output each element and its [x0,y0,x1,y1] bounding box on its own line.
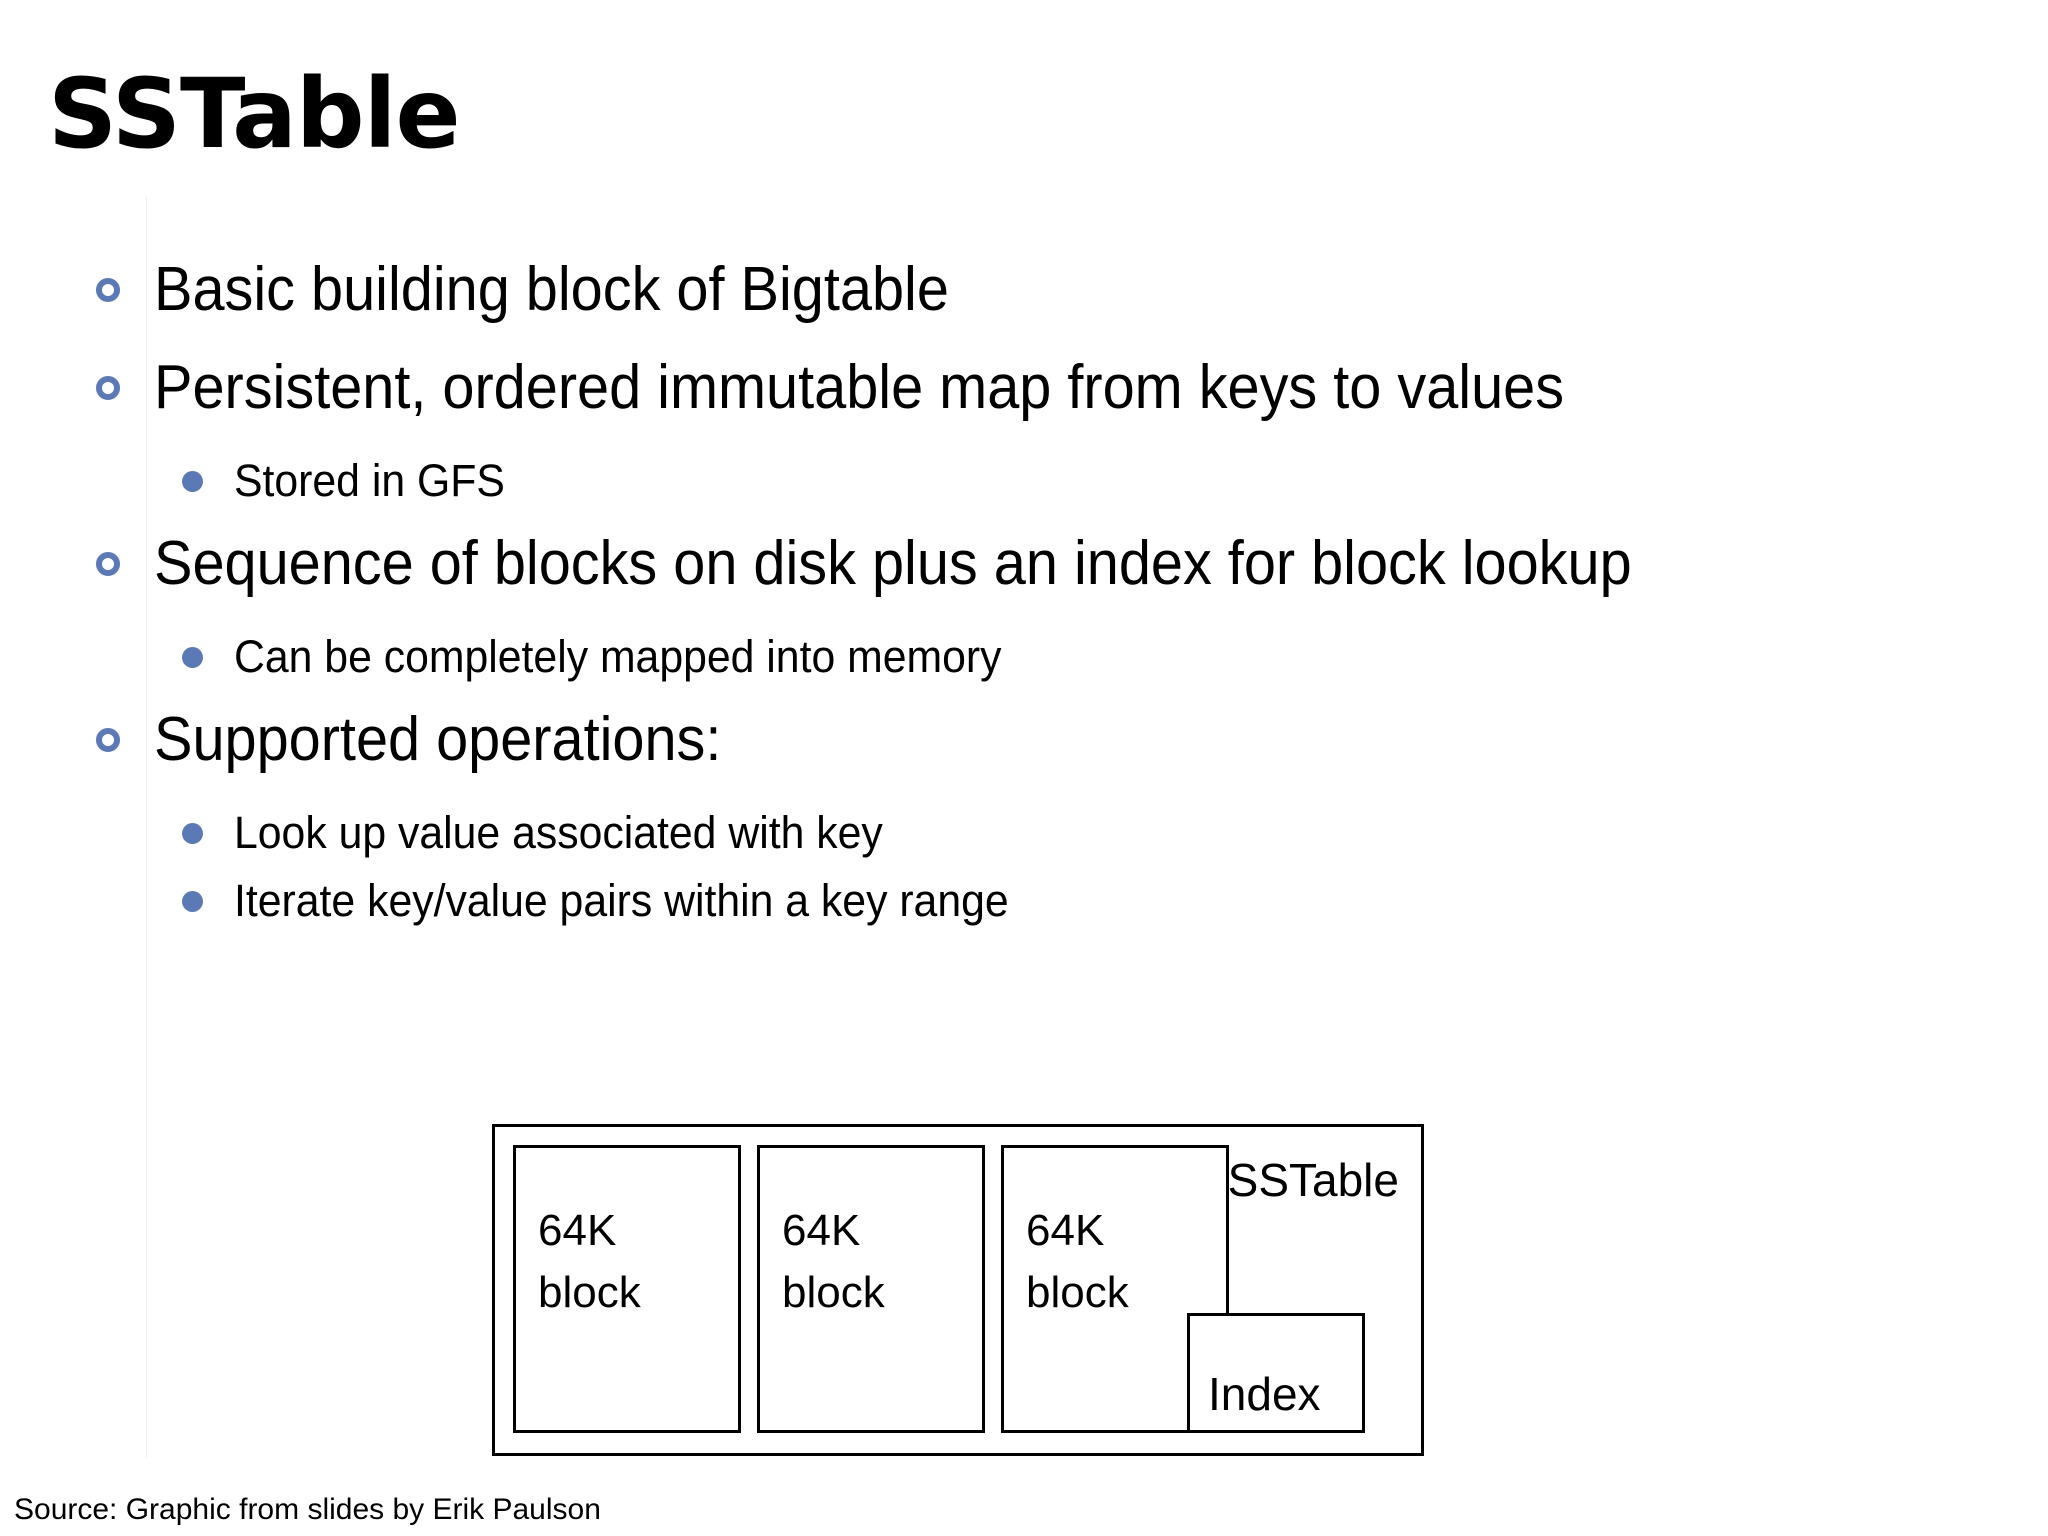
index-box: Index [1187,1313,1365,1433]
sstable-container-label: SSTable [1227,1154,1399,1206]
ring-bullet-icon [96,702,154,752]
source-attribution: Source: Graphic from slides by Erik Paul… [14,1493,601,1526]
bullet-text: Basic building block of Bigtable [154,255,949,324]
disc-bullet-icon [182,804,234,844]
ring-bullet-icon [96,350,154,400]
block-label: 64K block [782,1206,885,1317]
content-area-divider [146,196,147,1458]
disc-bullet-icon [182,872,234,912]
bullet-text: Stored in GFS [234,455,505,506]
block-label: 64K block [1026,1206,1129,1317]
bullet-text: Persistent, ordered immutable map from k… [154,353,1565,422]
list-item: Basic building block of Bigtable [96,252,2006,328]
list-item: Stored in GFS [182,452,2006,510]
list-item: Sequence of blocks on disk plus an index… [96,526,2006,602]
list-item: Look up value associated with key [182,804,2006,862]
disc-bullet-icon [182,452,234,492]
bullet-text: Supported operations: [154,705,722,774]
page-title: SSTable [48,58,461,170]
block-label: 64K block [538,1206,641,1317]
list-item: Iterate key/value pairs within a key ran… [182,872,2006,930]
bullet-text: Look up value associated with key [234,807,883,858]
list-item: Supported operations: [96,702,2006,778]
bullet-text: Can be completely mapped into memory [234,631,1002,682]
block-row: 64K block 64K block 64K block [513,1145,1229,1433]
ring-bullet-icon [96,252,154,302]
bullet-text: Iterate key/value pairs within a key ran… [234,875,1009,926]
sstable-diagram: 64K block 64K block 64K block SSTable In… [492,1124,1424,1456]
bullet-text: Sequence of blocks on disk plus an index… [154,529,1632,598]
bullet-list: Basic building block of Bigtable Persist… [96,252,2006,940]
block-box: 64K block [513,1145,741,1433]
ring-bullet-icon [96,526,154,576]
index-label: Index [1208,1368,1321,1420]
block-box: 64K block [757,1145,985,1433]
list-item: Persistent, ordered immutable map from k… [96,350,2006,426]
list-item: Can be completely mapped into memory [182,628,2006,686]
disc-bullet-icon [182,628,234,668]
